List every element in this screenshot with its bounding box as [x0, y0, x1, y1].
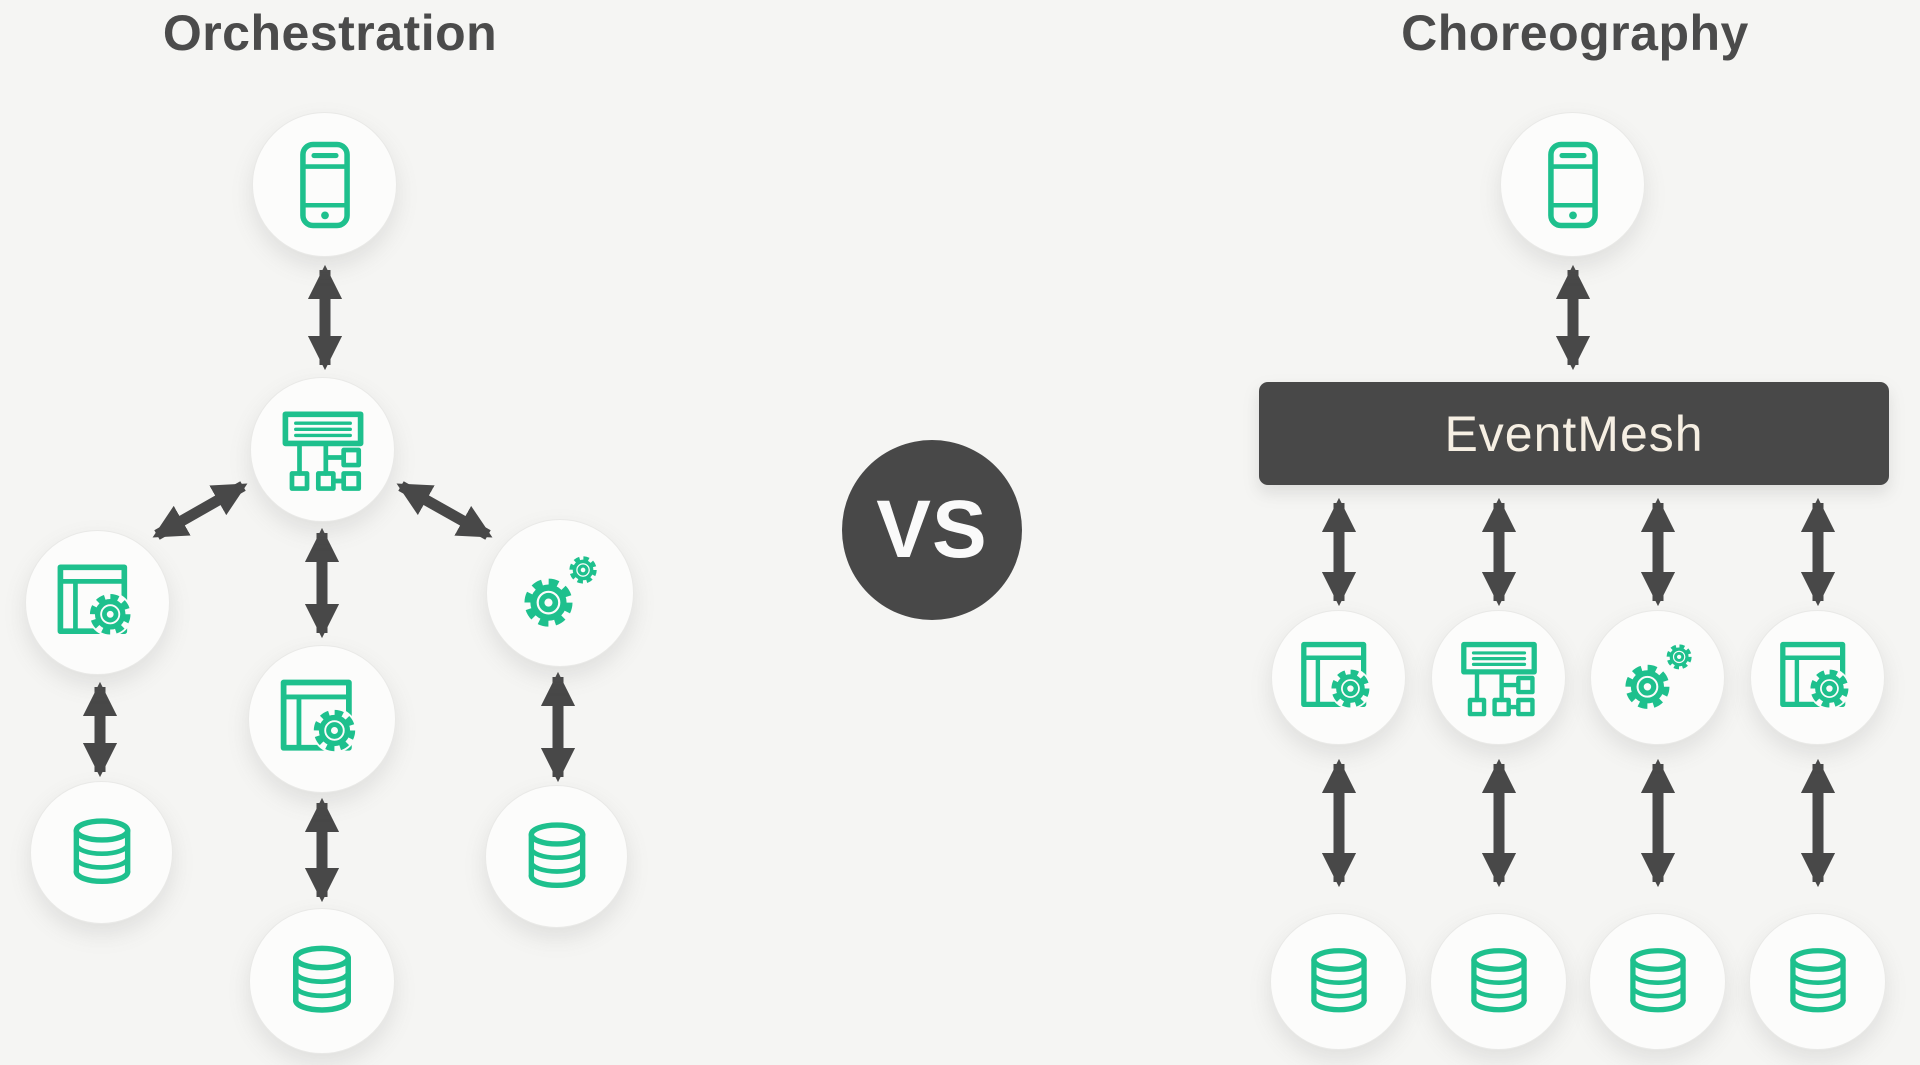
database-icon	[276, 935, 368, 1027]
workflow-icon	[276, 403, 370, 497]
arrow-orchestrator-service-left	[152, 481, 248, 540]
choreography-service-2-node	[1431, 610, 1566, 745]
database-icon	[1774, 938, 1862, 1026]
choreography-database-1-node	[1270, 913, 1407, 1050]
choreography-service-4-node	[1750, 610, 1885, 745]
vs-badge: VS	[842, 440, 1022, 620]
orchestration-service-right-node	[486, 519, 634, 667]
orchestration-service-middle-node	[248, 645, 396, 793]
web-service-gear-icon	[1295, 634, 1383, 722]
choreography-database-4-node	[1749, 913, 1886, 1050]
choreography-title: Choreography	[1401, 5, 1749, 61]
arrow-orchestrator-service-right	[396, 481, 493, 540]
choreography-client-node	[1500, 112, 1645, 257]
orchestration-database-right-node	[485, 785, 628, 928]
choreography-service-1-node	[1271, 610, 1406, 745]
smartphone-icon	[279, 139, 371, 231]
database-icon	[57, 808, 147, 898]
orchestration-title: Orchestration	[162, 5, 498, 61]
orchestration-client-node	[252, 112, 397, 257]
choreography-database-3-node	[1589, 913, 1726, 1050]
database-icon	[512, 812, 602, 902]
orchestrator-node	[250, 377, 395, 522]
web-service-gear-icon	[51, 556, 145, 650]
database-icon	[1455, 938, 1543, 1026]
orchestration-database-left-node	[30, 781, 173, 924]
choreography-service-3-node	[1590, 610, 1725, 745]
gears-icon	[1614, 634, 1702, 722]
orchestration-database-middle-node	[249, 908, 395, 1054]
event-mesh-bar: EventMesh	[1259, 382, 1889, 485]
workflow-icon	[1455, 634, 1543, 722]
web-service-gear-icon	[1774, 634, 1862, 722]
orchestration-service-left-node	[25, 530, 170, 675]
choreography-database-2-node	[1430, 913, 1567, 1050]
smartphone-icon	[1527, 139, 1619, 231]
database-icon	[1295, 938, 1383, 1026]
gears-icon	[512, 545, 608, 641]
database-icon	[1614, 938, 1702, 1026]
web-service-gear-icon	[274, 671, 370, 767]
